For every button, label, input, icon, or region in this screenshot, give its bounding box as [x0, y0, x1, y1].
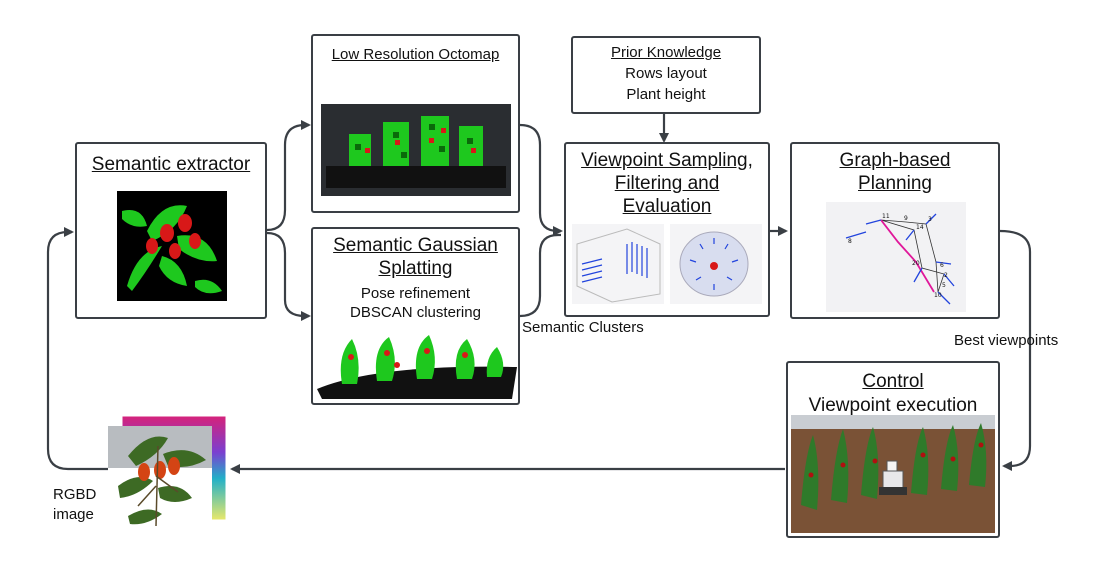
graph-node-11: 11 [882, 213, 890, 220]
graph-node-labels: 11 9 14 3 8 20 6 2 5 10 [826, 202, 966, 312]
viewpoint-sampling-box: Viewpoint Sampling, Filtering and Evalua… [564, 142, 770, 317]
semantic-clusters-label: Semantic Clusters [522, 319, 644, 336]
arrow-gaussian-to-viewpoint [519, 233, 561, 318]
gaussian-splat-image [317, 335, 517, 399]
rgbd-label-line2: image [53, 506, 94, 523]
graph-node-5: 5 [942, 282, 946, 289]
arrow-extractor-to-octomap [266, 120, 311, 232]
graph-title-line1: Graph-based [839, 150, 951, 171]
viewpoint-title-line2: Filtering and [614, 173, 720, 194]
gaussian-pose-refinement: Pose refinement [360, 285, 471, 302]
viewpoint-sampling-image [572, 224, 664, 304]
control-title: Control [862, 371, 924, 392]
prior-rows-layout: Rows layout [625, 65, 707, 82]
graph-node-9: 9 [904, 215, 908, 222]
graph-planning-image [826, 202, 966, 312]
rgbd-image-stack [108, 416, 228, 530]
control-box: Control Viewpoint execution [786, 361, 1000, 538]
viewpoint-evaluation-image [670, 224, 762, 304]
semantic-extractor-title: Semantic extractor [91, 154, 251, 175]
greenhouse-simulation-image [791, 415, 995, 533]
arrow-extractor-to-gaussian [266, 231, 311, 321]
arrow-rgbd-to-extractor [46, 227, 108, 471]
graph-node-8: 8 [848, 238, 852, 245]
rgb-image [108, 426, 212, 530]
gaussian-dbscan: DBSCAN clustering [350, 304, 481, 321]
graph-node-2: 2 [944, 272, 948, 279]
graph-planning-box: Graph-based Planning 11 9 14 3 8 20 6 2 … [790, 142, 1000, 319]
octomap-title: Low Resolution Octomap [331, 46, 500, 63]
graph-node-14: 14 [916, 224, 924, 231]
control-subtitle: Viewpoint execution [808, 395, 978, 416]
arrow-octomap-to-viewpoint [519, 123, 563, 236]
arrow-graph-to-control [999, 229, 1032, 471]
segmentation-mask-image [117, 191, 227, 301]
gaussian-title-line1: Semantic Gaussian [333, 235, 498, 256]
graph-node-6: 6 [940, 262, 944, 269]
graph-node-10: 10 [934, 292, 942, 299]
prior-knowledge-box: Prior Knowledge Rows layout Plant height [571, 36, 761, 114]
rgbd-label-line1: RGBD [53, 486, 97, 503]
viewpoint-title-line3: Evaluation [622, 196, 712, 217]
prior-title: Prior Knowledge [610, 44, 722, 61]
gaussian-splatting-box: Semantic Gaussian Splatting Pose refinem… [311, 227, 520, 405]
octomap-image [321, 104, 511, 196]
gaussian-title-line2: Splatting [378, 258, 453, 279]
best-viewpoints-label: Best viewpoints [954, 332, 1059, 349]
octomap-box: Low Resolution Octomap [311, 34, 520, 213]
semantic-extractor-box: Semantic extractor [75, 142, 267, 319]
viewpoint-title-line1: Viewpoint Sampling, [581, 150, 753, 171]
prior-plant-height: Plant height [626, 86, 706, 103]
graph-node-3: 3 [928, 216, 932, 223]
graph-title-line2: Planning [858, 173, 932, 194]
graph-node-20: 20 [912, 260, 920, 267]
